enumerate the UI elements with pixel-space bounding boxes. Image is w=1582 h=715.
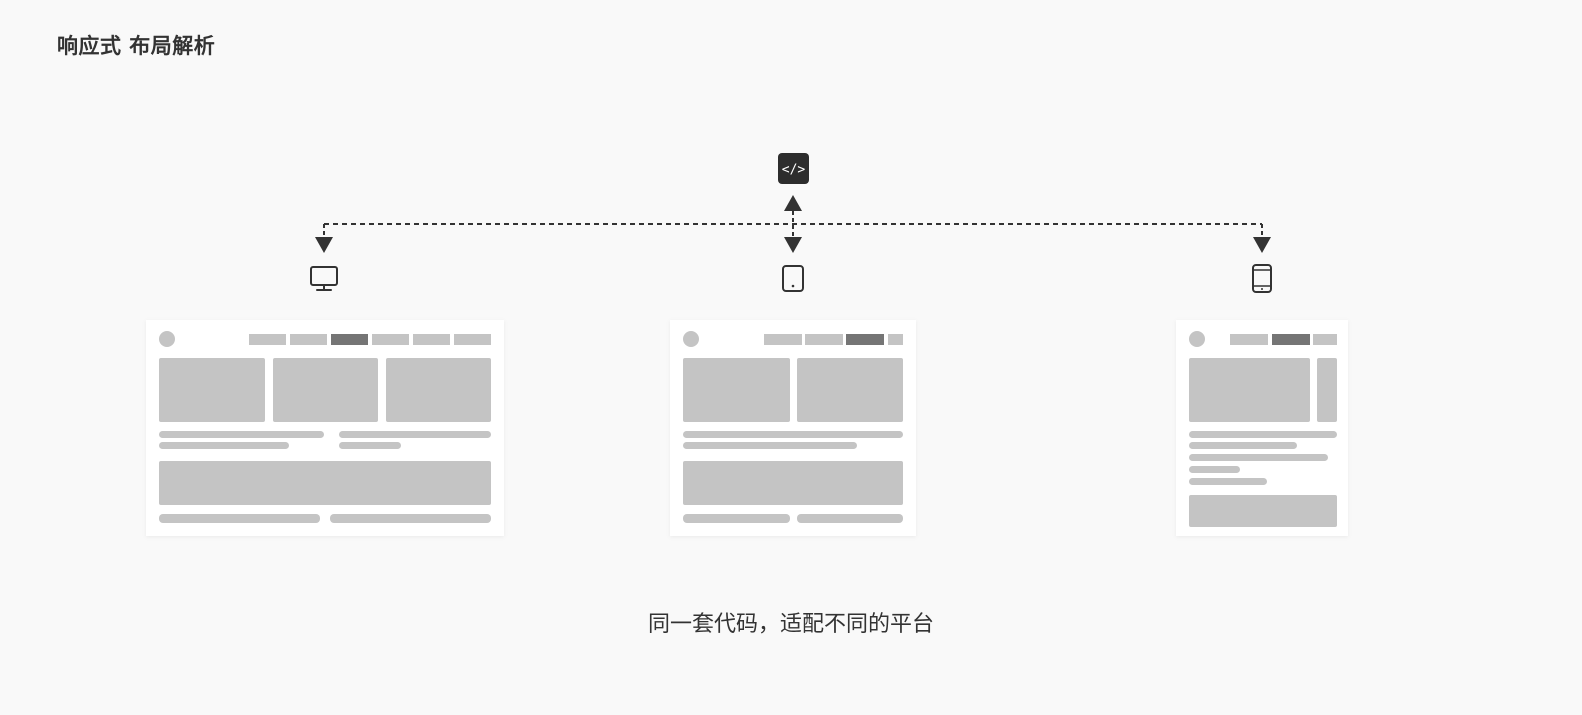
nav-item-active	[1272, 334, 1310, 345]
tablet-layout-mockup	[670, 320, 916, 536]
logo-placeholder	[1189, 331, 1205, 347]
logo-placeholder	[159, 331, 175, 347]
nav-item	[764, 334, 802, 345]
content-block	[1317, 358, 1337, 422]
text-line	[159, 431, 324, 438]
nav-item	[454, 334, 491, 345]
text-line	[1189, 431, 1337, 438]
banner-block	[683, 461, 903, 505]
nav-item	[1313, 334, 1337, 345]
caption: 同一套代码，适配不同的平台	[647, 612, 934, 637]
text-line	[1189, 478, 1267, 485]
banner-block	[1189, 495, 1337, 527]
content-block	[1189, 358, 1310, 422]
nav-item	[290, 334, 327, 345]
text-line	[1189, 466, 1240, 473]
content-block	[797, 358, 903, 422]
content-block	[386, 358, 491, 422]
logo-placeholder	[683, 331, 699, 347]
banner-block	[159, 461, 491, 505]
nav-item	[805, 334, 843, 345]
arrow-down-tablet	[784, 237, 802, 253]
code-icon: </>	[778, 153, 809, 184]
nav-bar	[1230, 334, 1337, 345]
nav-item	[413, 334, 450, 345]
nav-bar	[764, 334, 903, 345]
text-line	[1189, 454, 1328, 461]
footer-line	[797, 514, 903, 523]
tablet-icon	[782, 265, 804, 292]
desktop-layout-mockup	[146, 320, 504, 536]
text-line	[1189, 442, 1297, 449]
content-block	[683, 358, 790, 422]
content-block	[273, 358, 378, 422]
footer-line	[683, 514, 790, 523]
nav-item	[888, 334, 903, 345]
nav-item	[249, 334, 286, 345]
desktop-monitor-icon	[310, 266, 338, 291]
nav-item	[372, 334, 409, 345]
mobile-phone-icon	[1252, 264, 1272, 293]
nav-item	[1230, 334, 1268, 345]
text-line	[683, 431, 903, 438]
nav-item-active	[846, 334, 884, 345]
mobile-layout-mockup	[1176, 320, 1348, 536]
distribution-connectors	[323, 211, 1263, 237]
code-icon-symbol: </>	[782, 163, 806, 178]
arrow-down-mobile	[1253, 237, 1271, 253]
text-line	[339, 442, 401, 449]
text-line	[159, 442, 289, 449]
footer-line	[159, 514, 320, 523]
nav-bar	[249, 334, 491, 345]
footer-line	[330, 514, 491, 523]
text-line	[339, 431, 491, 438]
page-title: 响应式 布局解析	[57, 34, 216, 58]
arrow-down-desktop	[315, 237, 333, 253]
nav-item-active	[331, 334, 368, 345]
content-block	[159, 358, 265, 422]
text-line	[683, 442, 857, 449]
arrow-up-to-code	[784, 195, 802, 211]
